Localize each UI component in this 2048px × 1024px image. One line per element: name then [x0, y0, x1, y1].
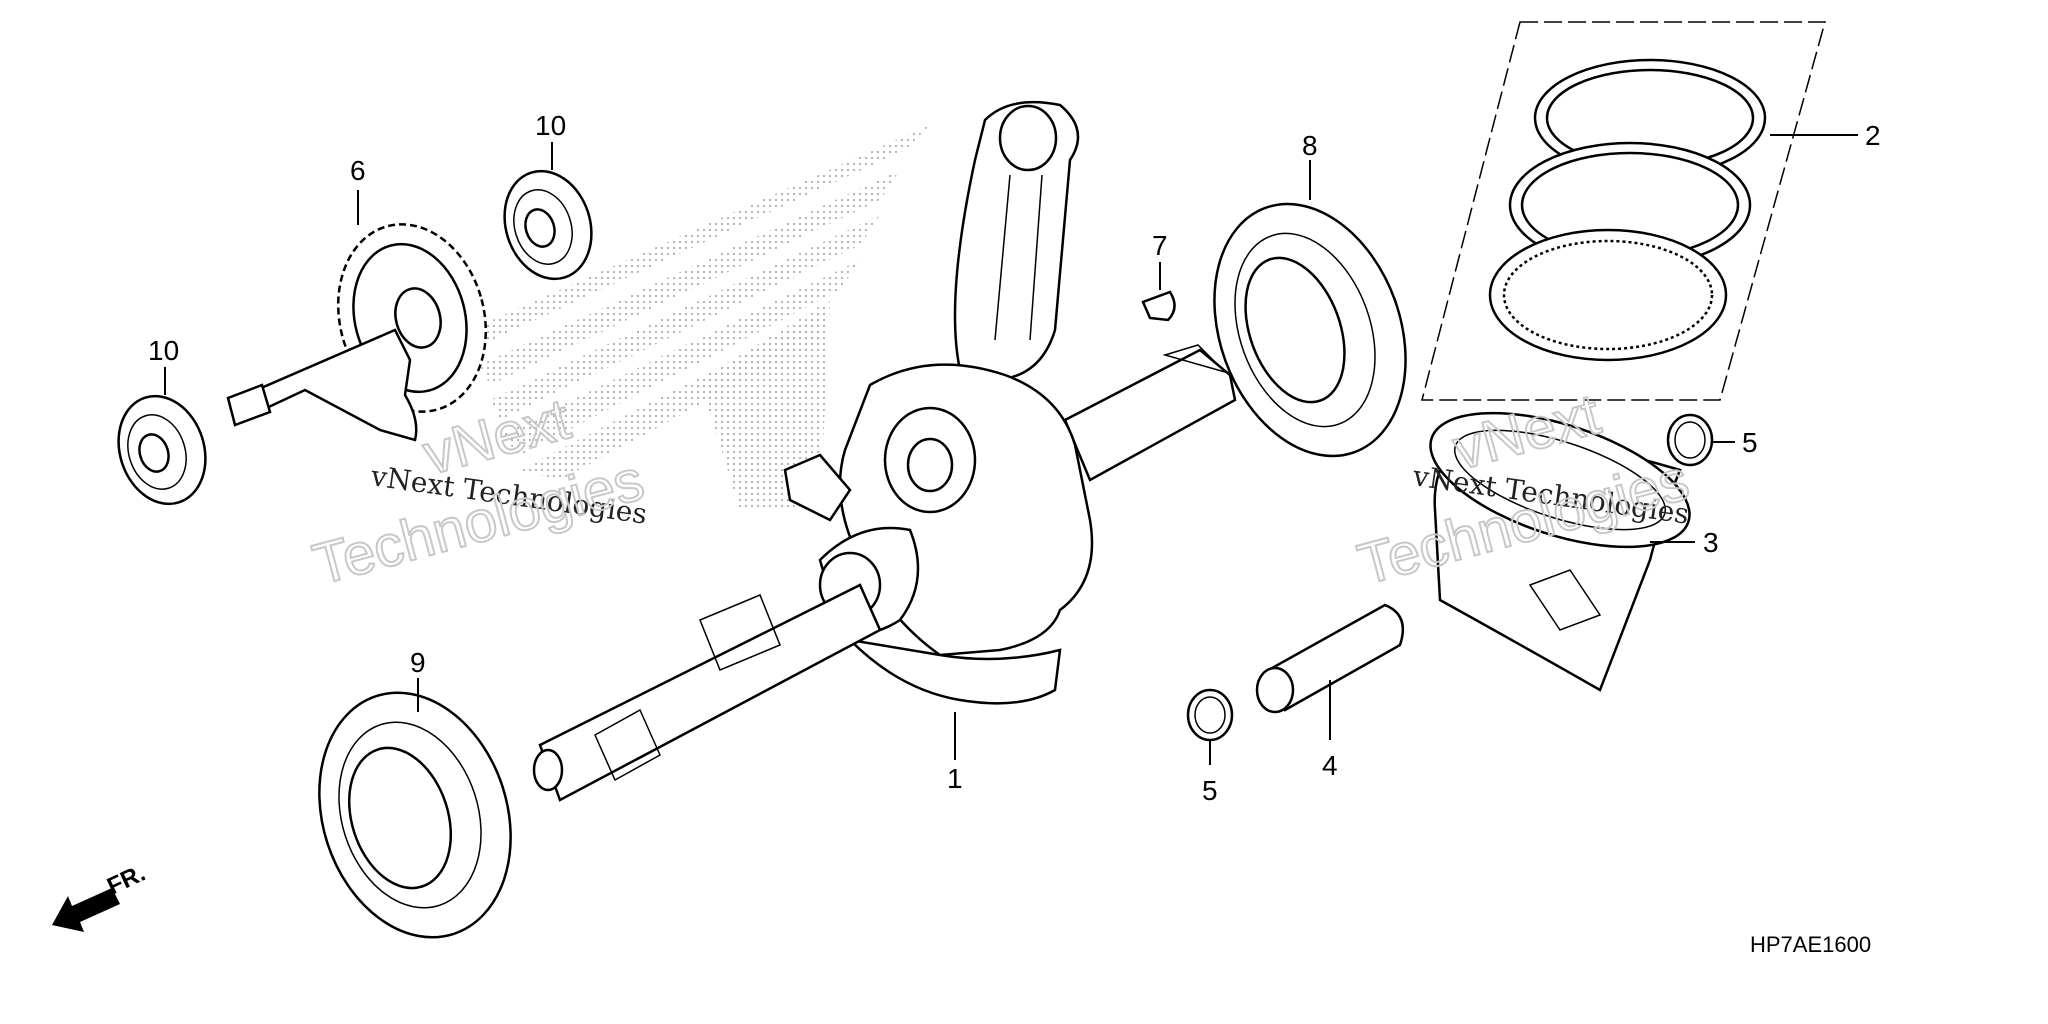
balancer-shaft — [226, 190, 488, 442]
callout-1: 1 — [947, 763, 963, 794]
callout-6: 6 — [350, 155, 366, 186]
diagram-code: HP7AE1600 — [1750, 932, 1871, 957]
callout-10-top: 10 — [535, 110, 566, 141]
bearing-left — [318, 678, 512, 939]
piston-pin-clip-left — [1186, 688, 1234, 765]
piston-ring-set — [1421, 21, 1858, 401]
small-bearing-top — [503, 142, 593, 281]
background-wing-logo — [470, 125, 930, 510]
piston-pin — [1255, 603, 1405, 740]
small-bearing-left — [117, 367, 207, 506]
callout-2: 2 — [1865, 120, 1881, 151]
callout-4: 4 — [1322, 750, 1338, 781]
callout-5-right: 5 — [1742, 427, 1758, 458]
woodruff-key — [1141, 262, 1176, 322]
front-direction-arrow: FR. — [52, 860, 150, 932]
callout-9: 9 — [410, 647, 426, 678]
piston — [1429, 411, 1695, 692]
callout-5-left: 5 — [1202, 775, 1218, 806]
bearing-right — [1213, 160, 1407, 458]
callout-3: 3 — [1703, 527, 1719, 558]
piston-pin-clip-right — [1666, 413, 1735, 467]
callout-7: 7 — [1152, 230, 1168, 261]
callout-8: 8 — [1302, 130, 1318, 161]
callout-10-left: 10 — [148, 335, 179, 366]
crankshaft — [532, 100, 1237, 802]
